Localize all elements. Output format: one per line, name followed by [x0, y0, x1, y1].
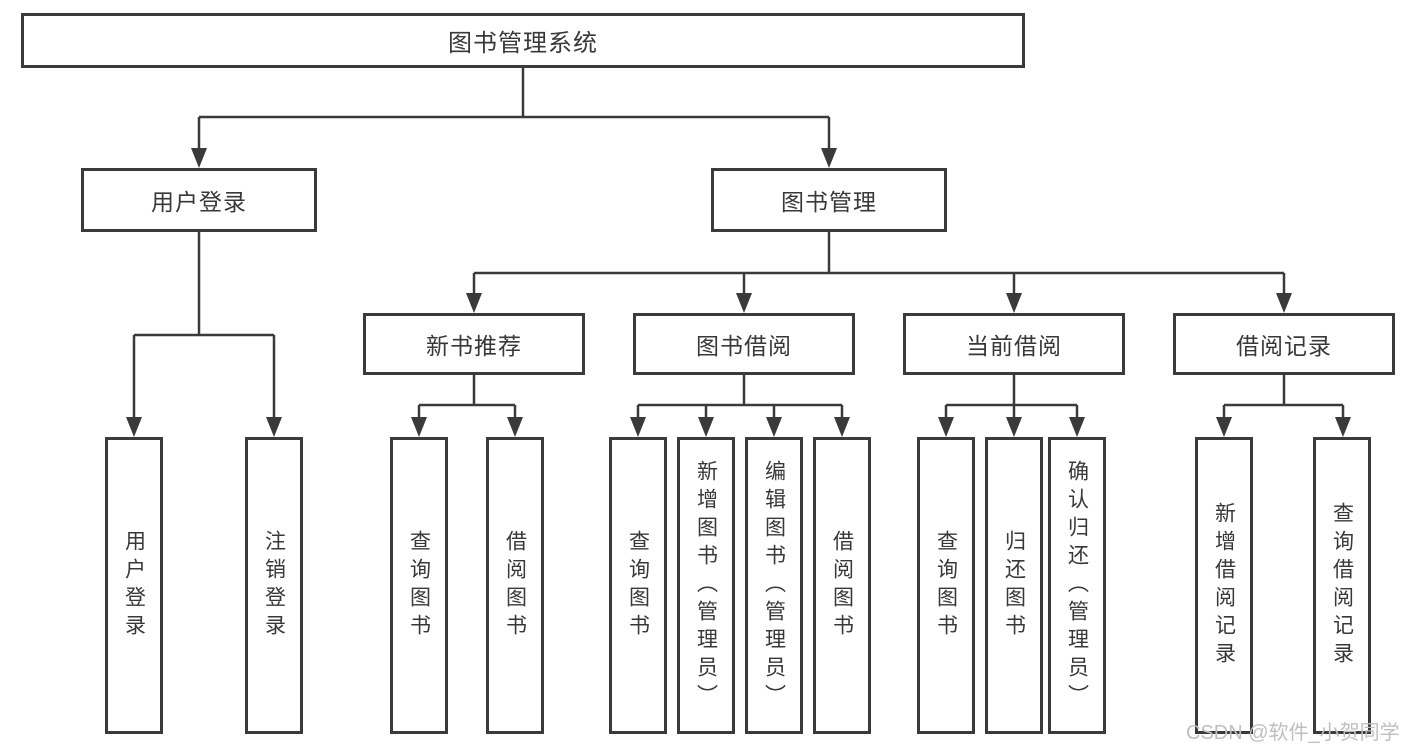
- leaf-current-confirm-label: 确认归还（管理员）: [1065, 459, 1089, 712]
- leaf-record-query-label: 查询借阅记录: [1330, 501, 1354, 670]
- node-borrow-record: 借阅记录: [1173, 313, 1395, 375]
- leaf-borrow-query: 查询图书: [609, 437, 667, 734]
- node-system-root-label: 图书管理系统: [448, 30, 598, 57]
- node-book-manage: 图书管理: [711, 168, 947, 232]
- node-book-manage-label: 图书管理: [781, 189, 877, 215]
- leaf-borrow-borrow-label: 借阅图书: [830, 529, 854, 642]
- leaf-current-confirm: 确认归还（管理员）: [1048, 437, 1106, 734]
- leaf-user-login-label: 用户登录: [122, 529, 146, 642]
- node-borrow-record-label: 借阅记录: [1236, 333, 1332, 359]
- leaf-borrow-borrow: 借阅图书: [813, 437, 871, 734]
- node-current-borrow-label: 当前借阅: [966, 333, 1062, 359]
- leaf-borrow-edit: 编辑图书（管理员）: [745, 437, 803, 734]
- leaf-current-query: 查询图书: [917, 437, 975, 734]
- leaf-logout: 注销登录: [245, 437, 303, 734]
- leaf-record-query: 查询借阅记录: [1313, 437, 1371, 734]
- leaf-current-query-label: 查询图书: [934, 529, 958, 642]
- node-current-borrow: 当前借阅: [903, 313, 1125, 375]
- leaf-current-return-label: 归还图书: [1002, 529, 1026, 642]
- leaf-newbook-borrow: 借阅图书: [486, 437, 544, 734]
- node-new-book: 新书推荐: [363, 313, 585, 375]
- leaf-newbook-query: 查询图书: [390, 437, 448, 734]
- leaf-record-add-label: 新增借阅记录: [1212, 501, 1236, 670]
- node-book-borrow-label: 图书借阅: [696, 333, 792, 359]
- leaf-borrow-query-label: 查询图书: [626, 529, 650, 642]
- node-new-book-label: 新书推荐: [426, 333, 522, 359]
- node-user-login-label: 用户登录: [151, 189, 247, 215]
- leaf-logout-label: 注销登录: [262, 529, 286, 642]
- node-book-borrow: 图书借阅: [633, 313, 855, 375]
- watermark: CSDN @软件_小贺同学: [1186, 722, 1400, 744]
- leaf-borrow-add-label: 新增图书（管理员）: [694, 459, 718, 712]
- leaf-borrow-add: 新增图书（管理员）: [677, 437, 735, 734]
- node-user-login: 用户登录: [81, 168, 317, 232]
- leaf-user-login: 用户登录: [105, 437, 163, 734]
- leaf-borrow-edit-label: 编辑图书（管理员）: [762, 459, 786, 712]
- leaf-newbook-borrow-label: 借阅图书: [503, 529, 527, 642]
- leaf-record-add: 新增借阅记录: [1195, 437, 1253, 734]
- leaf-newbook-query-label: 查询图书: [407, 529, 431, 642]
- leaf-current-return: 归还图书: [985, 437, 1043, 734]
- node-system-root: 图书管理系统: [21, 13, 1025, 68]
